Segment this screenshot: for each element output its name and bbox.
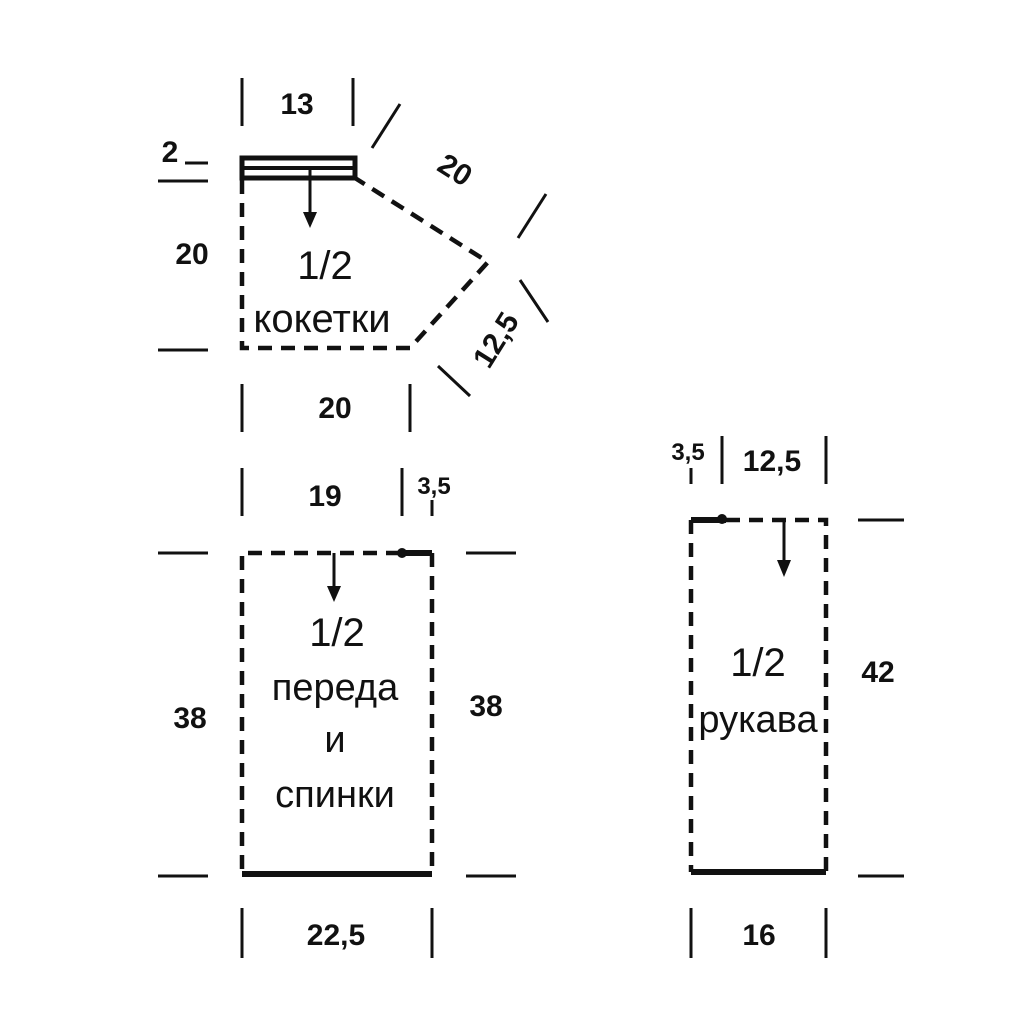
sleeve-outline — [726, 517, 829, 872]
yoke-dim-slant-tick-2 — [436, 364, 472, 398]
yoke-dim-top: 13 — [280, 88, 313, 121]
body-dim-top: 19 — [308, 480, 341, 513]
sleeve-piece: 1/2 рукава 3,5 12,5 42 16 — [671, 436, 904, 958]
yoke-dim-diagonal: 20 — [432, 148, 478, 194]
sleeve-dim-top-small: 3,5 — [671, 439, 704, 466]
body-dim-right: 38 — [469, 690, 502, 723]
yoke-dim-left: 20 — [175, 238, 208, 271]
sleeve-label-fraction: 1/2 — [730, 641, 786, 685]
body-label-line1: переда — [272, 667, 399, 709]
body-outline — [239, 550, 400, 874]
sleeve-label-name: рукава — [698, 699, 818, 741]
yoke-dim-diagonal-tick-1 — [370, 103, 402, 149]
yoke-piece: 1/2 кокетки 13 2 20 20 12,5 20 — [158, 78, 550, 432]
yoke-dim-bottom: 20 — [318, 392, 351, 425]
yoke-dim-slant-tick-1 — [518, 279, 550, 323]
body-dim-top-small: 3,5 — [417, 473, 450, 500]
yoke-label-fraction: 1/2 — [297, 244, 353, 288]
body-piece: 1/2 переда и спинки 19 3,5 38 38 22,5 — [158, 468, 516, 958]
body-dim-bottom: 22,5 — [307, 919, 365, 952]
yoke-outline — [239, 176, 492, 351]
body-label-line2: и — [324, 719, 345, 761]
body-arrow-head — [327, 586, 341, 602]
body-marker-dot — [397, 548, 407, 558]
body-label-line3: спинки — [275, 774, 395, 816]
sleeve-dim-top: 12,5 — [743, 445, 801, 478]
yoke-label-name: кокетки — [253, 297, 390, 341]
body-label-fraction: 1/2 — [309, 611, 365, 655]
yoke-dim-band: 2 — [162, 136, 179, 169]
yoke-dim-slant: 12,5 — [467, 307, 526, 374]
sleeve-dim-bottom: 16 — [742, 919, 775, 952]
sleeve-arrow-head — [777, 560, 791, 577]
body-dim-left: 38 — [173, 702, 206, 735]
yoke-arrow-head — [303, 212, 317, 228]
yoke-dim-diagonal-tick-2 — [516, 193, 548, 239]
sleeve-dim-right: 42 — [861, 656, 894, 689]
sleeve-marker-dot — [717, 514, 727, 524]
